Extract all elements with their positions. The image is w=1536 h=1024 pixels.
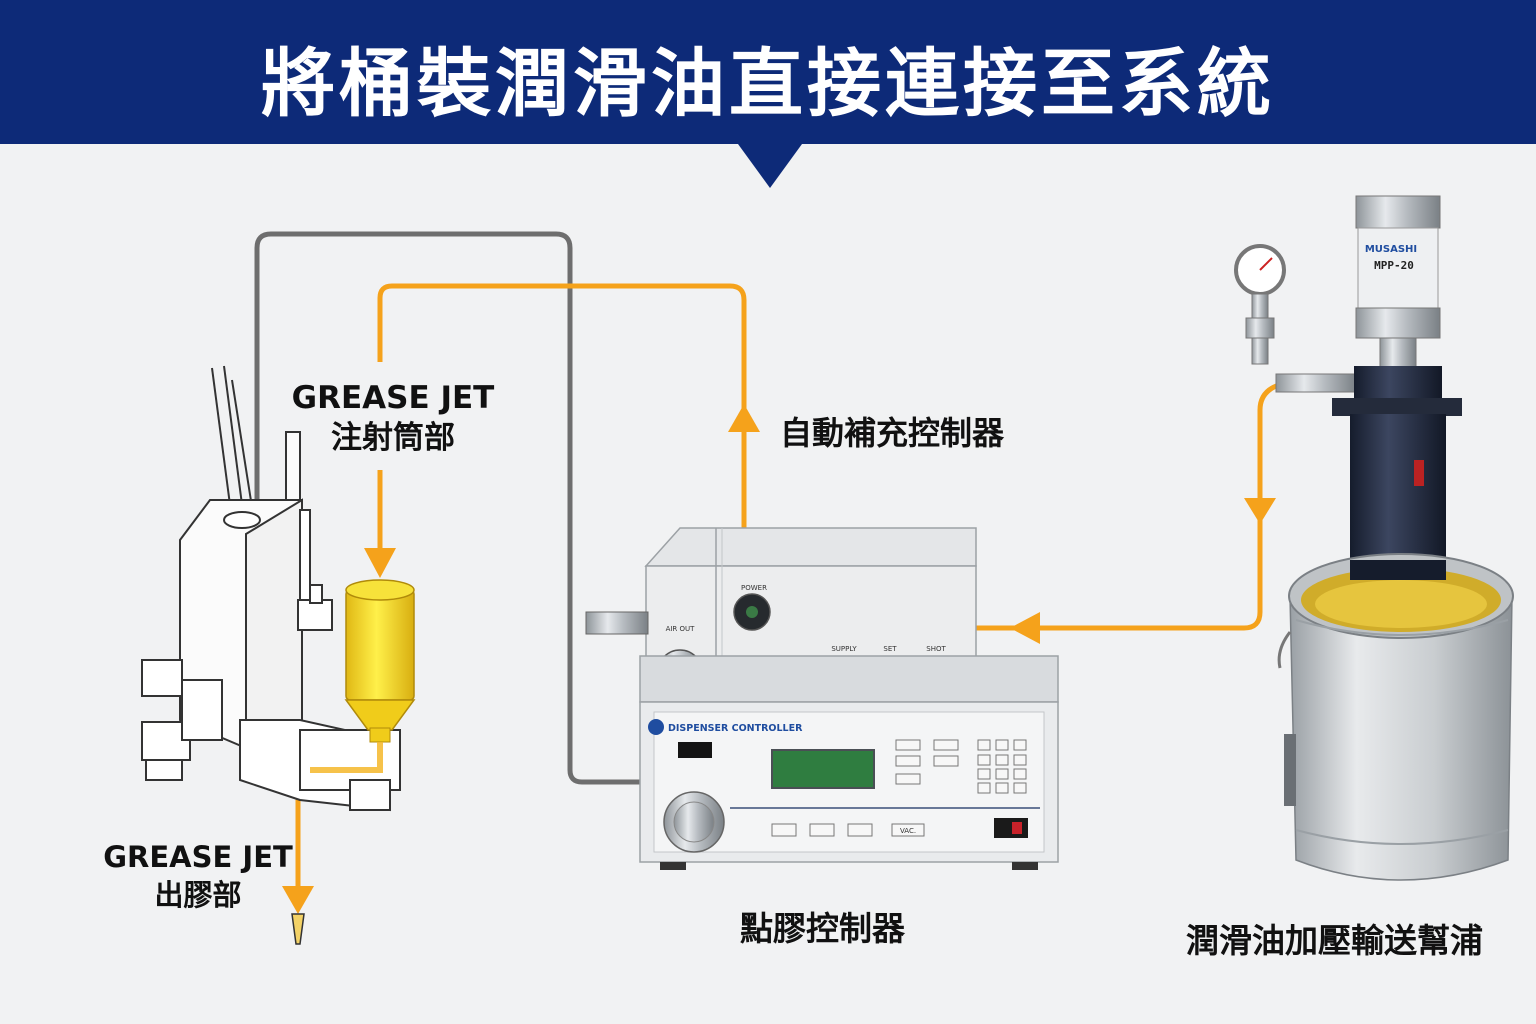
lube-pump-assembly (1234, 195, 1514, 881)
grease-syringe (310, 579, 416, 773)
dispense-controller-label: 點膠控制器 (740, 909, 905, 948)
power-label: POWER (741, 584, 767, 592)
dispenser-controller-unit (639, 655, 1059, 870)
grease-jet-outlet-label: GREASE JET 出膠部 (98, 838, 298, 914)
grease-jet-syringe-line2: 注射筒部 (331, 420, 455, 456)
down-arrow-outlet (282, 886, 314, 914)
pump-brand-label: MUSASHI (1365, 244, 1417, 255)
banner-pointer (738, 144, 802, 188)
pump-model-label: MPP-20 (1374, 259, 1414, 272)
set-label: SET (883, 645, 897, 653)
page-title: 將桶裝潤滑油直接連接至系統 (261, 41, 1275, 127)
grease-jet-outlet-line2: 出膠部 (154, 878, 242, 912)
grease-supply-line (976, 381, 1283, 631)
air-line (254, 231, 640, 785)
grease-jet-syringe-label: GREASE JET 注射筒部 (268, 378, 518, 458)
refill-signal-line (377, 283, 747, 528)
down-arrow-syringe (364, 548, 396, 578)
air-out-label: AIR OUT (666, 625, 696, 633)
outlet-nozzle (291, 913, 305, 945)
up-arrow-auto (728, 404, 760, 432)
auto-refill-controller-label: 自動補充控制器 (780, 414, 1005, 452)
vac-label: VAC. (900, 827, 916, 835)
down-arrow-pump (1244, 498, 1276, 524)
lube-pressure-pump-label: 潤滑油加壓輸送幫浦 (1186, 921, 1483, 960)
dispenser-brand-label: DISPENSER CONTROLLER (668, 723, 803, 734)
supply-label: SUPPLY (831, 645, 857, 653)
left-arrow-controller (1010, 612, 1040, 644)
title-banner: 將桶裝潤滑油直接連接至系統 (0, 0, 1536, 144)
grease-jet-syringe-line1: GREASE JET (291, 380, 495, 416)
grease-jet-valve (141, 365, 401, 812)
grease-jet-outlet-line1: GREASE JET (103, 840, 293, 874)
shot-label: SHOT (926, 645, 946, 653)
